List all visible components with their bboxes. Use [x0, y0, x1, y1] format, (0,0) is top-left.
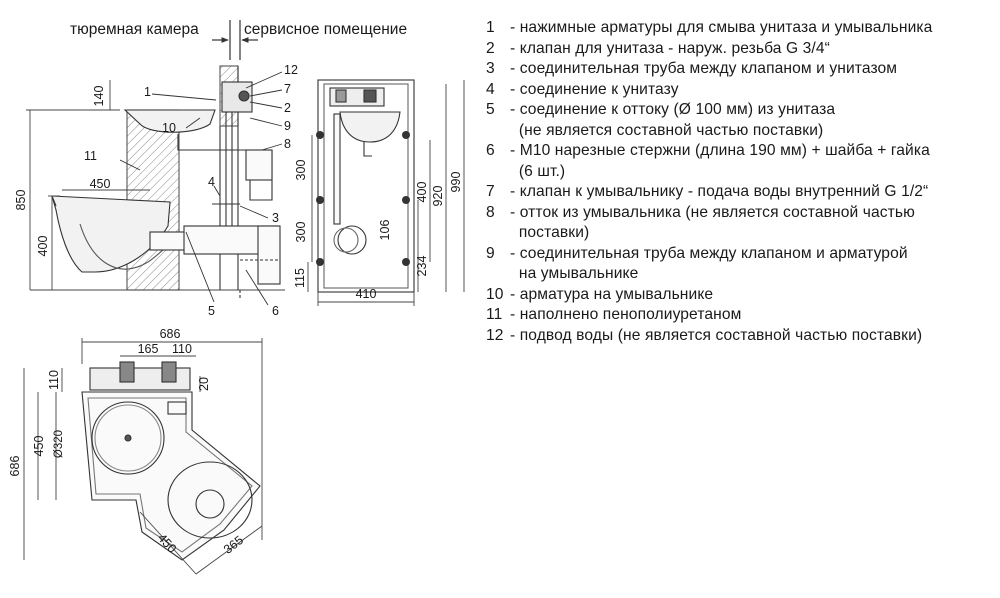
dim-686-top: 686 — [160, 327, 181, 341]
dim-300-upper: 300 — [294, 160, 308, 181]
front-frame-outer — [317, 79, 415, 293]
legend-item: 8- отток из умывальника (не является сос… — [486, 203, 915, 221]
plan-dimensions — [23, 338, 263, 575]
dim-400-front: 400 — [415, 182, 429, 203]
callout-2: 2 — [284, 101, 291, 115]
front-washbasin — [339, 111, 401, 143]
callout-3: 3 — [272, 211, 279, 225]
side-view-text: 140 850 400 450 1 10 11 4 5 6 3 12 7 2 9… — [14, 63, 298, 318]
legend-item: 11- наполнено пенополиуретаном — [486, 306, 742, 323]
legend-item: 5- соединение к оттоку (Ø 100 мм) из уни… — [486, 101, 836, 118]
dim-450-side: 450 — [90, 177, 111, 191]
dim-106: 106 — [378, 220, 392, 241]
plan-soap-grid — [167, 401, 187, 415]
dim-990: 990 — [449, 172, 463, 193]
dim-165: 165 — [138, 342, 159, 356]
dim-850: 850 — [14, 190, 28, 211]
dim-320: Ø320 — [53, 430, 65, 458]
front-drain-circle — [337, 225, 367, 255]
legend-item: 10- арматура на умывальнике — [486, 285, 714, 303]
callout-10: 10 — [162, 121, 176, 135]
legend-list: 1- нажимные арматуры для смыва унитаза и… — [486, 18, 996, 346]
legend-item: поставки) — [510, 224, 590, 241]
room-divider-arrows — [212, 20, 258, 60]
legend-item: 12- подвод воды (не является составной ч… — [486, 326, 923, 344]
legend-item: 1- нажимные арматуры для смыва унитаза и… — [486, 19, 933, 36]
dim-400-side: 400 — [36, 236, 50, 257]
dim-300-lower: 300 — [294, 222, 308, 243]
plan-outline — [81, 391, 261, 561]
callout-5: 5 — [208, 304, 215, 318]
side-dimensions — [26, 80, 150, 290]
washbasin-side — [123, 109, 216, 133]
plan-toilet-bowl — [167, 461, 253, 539]
callout-leaders — [119, 71, 283, 306]
legend-item: 7- клапан к умывальнику - подача воды вн… — [486, 183, 929, 200]
dim-686-left: 686 — [8, 456, 22, 477]
dim-410: 410 — [356, 287, 377, 301]
front-view — [307, 79, 465, 306]
callout-6: 6 — [272, 304, 279, 318]
dim-115: 115 — [293, 268, 307, 288]
front-frame-inner — [323, 83, 409, 289]
callout-12: 12 — [284, 63, 298, 77]
callout-8: 8 — [284, 137, 291, 151]
dim-450-left: 450 — [32, 436, 46, 457]
front-view-text: 300 300 115 106 234 400 920 990 410 — [293, 160, 463, 301]
dim-920: 920 — [431, 186, 445, 207]
legend-item: 3- соединительная труба между клапаном и… — [486, 60, 898, 77]
callout-4: 4 — [208, 175, 215, 189]
dim-20: 20 — [197, 377, 211, 391]
front-dimensions — [307, 80, 465, 306]
front-pipe-vertical — [333, 113, 341, 225]
label-service-room: сервисное помещение — [244, 21, 407, 38]
legend-item: 2- клапан для унитаза - наруж. резьба G … — [486, 39, 830, 57]
callout-11: 11 — [84, 149, 97, 163]
label-prison-cell: тюремная камера — [70, 21, 199, 38]
legend-item: 6- M10 нарезные стержни (длина 190 мм) +… — [486, 142, 930, 159]
callout-1: 1 — [144, 85, 151, 99]
front-bolts — [316, 131, 410, 266]
legend-item: 4- соединение к унитазу — [486, 80, 679, 98]
legend-item: (не является составной частью поставки) — [510, 121, 824, 139]
dim-110-left: 110 — [47, 370, 61, 390]
plan-washbasin — [91, 401, 165, 475]
side-view — [26, 65, 285, 306]
legend-item: 9- соединительная труба между клапаном и… — [486, 244, 908, 262]
legend-item: на умывальнике — [510, 265, 639, 282]
dim-110-top: 110 — [172, 342, 192, 356]
callout-9: 9 — [284, 119, 291, 133]
plan-view — [23, 338, 263, 575]
callout-7: 7 — [284, 82, 291, 96]
dim-140: 140 — [92, 86, 106, 107]
dim-234: 234 — [415, 256, 429, 277]
legend-item: (6 шт.) — [510, 162, 566, 180]
